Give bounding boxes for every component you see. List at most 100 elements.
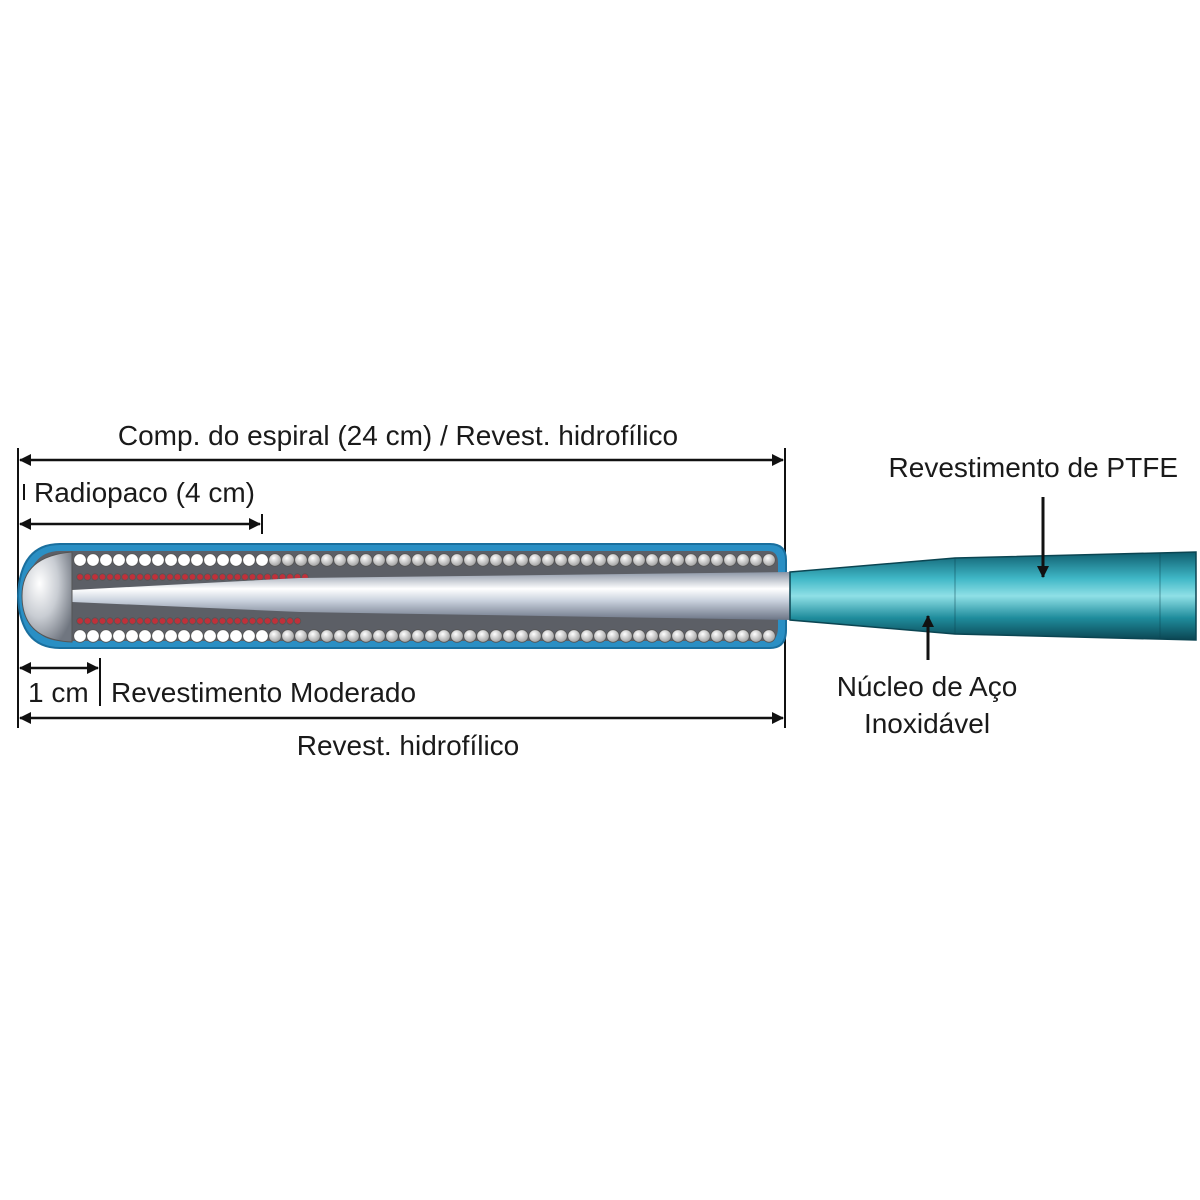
coil-winding: [99, 553, 113, 567]
radiopaque-winding: [226, 573, 234, 581]
coil-winding: [73, 553, 87, 567]
radiopaque-winding: [166, 573, 174, 581]
coil-winding: [112, 629, 126, 643]
radiopaque-winding: [218, 573, 227, 581]
hydrophilic-label: Revest. hidrofílico: [297, 730, 520, 761]
radiopaque-coil-bottom: [76, 617, 302, 625]
hydrophilic-dimension: Revest. hidrofílico: [19, 712, 784, 761]
coil-winding: [515, 553, 529, 567]
radiopaque-winding: [248, 573, 257, 581]
radiopaque-winding: [203, 617, 212, 625]
core-label-line2: Inoxidável: [864, 708, 990, 739]
radiopaque-winding: [128, 617, 137, 625]
radiopaque-winding: [106, 617, 114, 625]
coil-winding: [749, 629, 763, 643]
coil-winding: [645, 553, 659, 567]
coil-winding: [151, 629, 165, 643]
radiopaque-winding: [263, 617, 272, 625]
radiopaque-winding: [218, 617, 227, 625]
coil-winding: [736, 553, 750, 567]
coil-winding: [73, 629, 87, 643]
coil-winding: [541, 629, 555, 643]
radiopaque-winding: [136, 573, 144, 581]
radiopaque-winding: [233, 573, 242, 581]
coil-winding: [619, 553, 633, 567]
coil-winding: [86, 629, 100, 643]
radiopaque-winding: [241, 573, 249, 581]
ball-tip: [21, 551, 73, 643]
coil-winding: [632, 553, 646, 567]
coil-winding: [736, 629, 750, 643]
radiopaque-winding: [248, 617, 257, 625]
coil-winding: [112, 553, 126, 567]
radiopaque-winding: [113, 573, 122, 581]
coil-winding: [320, 553, 334, 567]
coil-winding: [138, 553, 152, 567]
radiopaque-winding: [271, 617, 279, 625]
coil-winding: [593, 629, 607, 643]
coil-winding: [372, 553, 386, 567]
coil-winding: [242, 553, 256, 567]
coil-winding: [567, 553, 581, 567]
coil-winding: [723, 553, 737, 567]
coil-winding: [450, 629, 464, 643]
coil-winding: [684, 553, 698, 567]
coil-winding: [424, 629, 438, 643]
coil-winding: [658, 553, 672, 567]
coil-winding: [385, 553, 399, 567]
coil-winding: [216, 553, 230, 567]
coil-winding: [125, 629, 139, 643]
coil-winding: [255, 553, 269, 567]
coil-winding: [281, 629, 295, 643]
coil-winding: [710, 553, 724, 567]
coil-winding: [671, 629, 685, 643]
coil-winding: [203, 553, 217, 567]
coil-winding: [359, 629, 373, 643]
coil-winding: [593, 553, 607, 567]
coil-winding: [645, 629, 659, 643]
coil-winding: [164, 629, 178, 643]
coil-winding: [229, 553, 243, 567]
coil-winding: [190, 629, 204, 643]
coil-winding: [463, 553, 477, 567]
radiopaque-winding: [136, 617, 144, 625]
radiopaque-winding: [151, 573, 159, 581]
coil-winding: [268, 629, 282, 643]
one-cm-label: 1 cm: [28, 677, 89, 708]
coil-winding: [411, 629, 425, 643]
coil-winding: [671, 553, 685, 567]
radiopaque-winding: [106, 573, 114, 581]
coil-winding: [372, 629, 386, 643]
coil-winding: [489, 629, 503, 643]
radiopaque-dimension: Radiopaco (4 cm): [19, 477, 263, 534]
coil-winding: [762, 553, 776, 567]
core-wire-inner: [72, 572, 790, 620]
coil-winding: [385, 629, 399, 643]
coil-winding: [164, 553, 178, 567]
coil-winding: [710, 629, 724, 643]
coil-winding: [502, 629, 516, 643]
radiopaque-winding: [203, 573, 212, 581]
coil-winding: [294, 553, 308, 567]
radiopaque-winding: [256, 573, 264, 581]
radiopaque-winding: [91, 573, 99, 581]
radiopaque-winding: [76, 617, 84, 625]
coil-winding: [177, 629, 191, 643]
radiopaque-winding: [158, 573, 167, 581]
radiopaque-winding: [226, 617, 234, 625]
radiopaque-winding: [278, 617, 287, 625]
coil-winding: [606, 629, 620, 643]
radiopaque-winding: [173, 617, 182, 625]
radiopaque-winding: [166, 617, 174, 625]
radiopaque-winding: [211, 573, 219, 581]
coil-winding: [203, 629, 217, 643]
coil-winding: [281, 553, 295, 567]
radiopaque-winding: [143, 617, 152, 625]
radiopaque-winding: [211, 617, 219, 625]
moderate-coating-label: Revestimento Moderado: [111, 677, 416, 708]
coil-winding: [229, 629, 243, 643]
coil-winding: [515, 629, 529, 643]
coil-winding: [333, 553, 347, 567]
coil-winding: [632, 629, 646, 643]
radiopaque-winding: [233, 617, 242, 625]
